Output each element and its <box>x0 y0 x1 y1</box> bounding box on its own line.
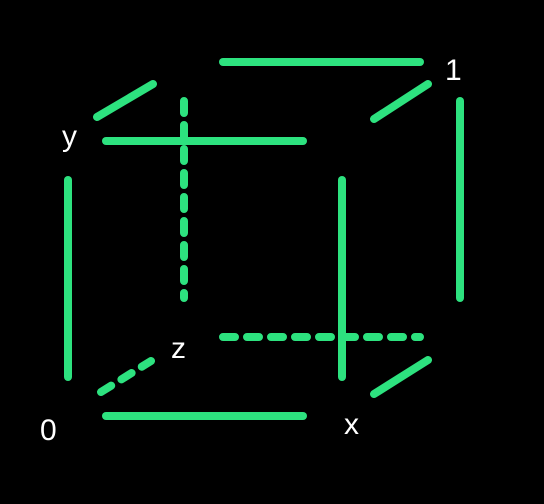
label-y: y <box>62 120 77 153</box>
edge-depth-one <box>370 80 432 123</box>
edge-depth-y <box>93 80 157 121</box>
edge-depth-x <box>370 356 432 398</box>
label-z: z <box>171 332 186 365</box>
label-origin: 0 <box>40 414 57 447</box>
label-x: x <box>344 408 359 441</box>
edge-depth-origin-hidden <box>97 357 155 396</box>
label-one: 1 <box>445 54 462 87</box>
